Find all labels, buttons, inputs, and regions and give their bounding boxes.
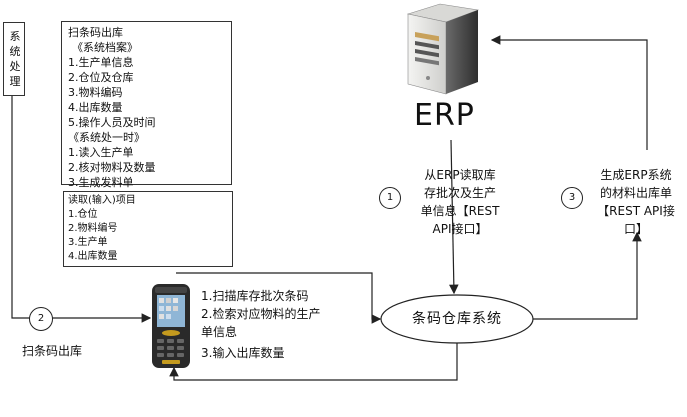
scanner-steps: 1.扫描库存批次条码 2.检索对应物料的生产 单信息 3.输入出库数量 <box>201 287 371 362</box>
archive-line: 1.生产单信息 <box>68 56 134 69</box>
step-1-description: 从ERP读取库 存批次及生产 单信息【REST API接口】 <box>408 166 512 238</box>
step-2-label: 扫条码出库 <box>22 344 83 358</box>
step-1-line: API接口】 <box>432 222 488 236</box>
archive-line: 2.仓位及仓库 <box>68 71 134 84</box>
step-3-line: 的材料出库单 <box>599 186 672 200</box>
read-item-line: 1.仓位 <box>68 209 98 220</box>
central-system-ellipse <box>380 294 534 344</box>
scanner-step-line: 3.输入出库数量 <box>201 346 285 360</box>
central-to-erp-connector <box>533 231 642 320</box>
step-1-line: 存批次及生产 <box>423 186 496 200</box>
erp-label: ERP <box>414 98 475 133</box>
step-1-line: 单信息【REST <box>420 204 500 218</box>
step-3-line: 【REST API接 <box>597 204 675 218</box>
step-1-circle <box>379 187 401 209</box>
read-item-line: 3.生产单 <box>68 237 108 248</box>
system-processing-label: 系 统 处 理 <box>9 29 21 89</box>
archive-line: 3.生成发料单 <box>68 176 134 189</box>
read-item-line: 4.出库数量 <box>68 251 118 262</box>
archive-line: 2.核对物料及数量 <box>68 161 156 174</box>
scanner-step-line: 单信息 <box>201 325 238 339</box>
central-system-label: 条码仓库系统 <box>412 311 502 327</box>
scanner-step-line: 1.扫描库存批次条码 <box>201 289 309 303</box>
step-3-circle <box>561 187 583 209</box>
read-item-line: 读取(输入)项目 <box>68 195 136 206</box>
step-3-line: 口】 <box>623 222 648 236</box>
archive-line: 3.物料编码 <box>68 86 123 99</box>
archive-line: 《系统处一时》 <box>68 131 145 144</box>
read-items-box: 读取(输入)项目 1.仓位 2.物料编号 3.生产单 4.出库数量 <box>63 191 233 267</box>
erp-return-connector <box>490 35 648 150</box>
scanner-to-central-connector <box>176 272 382 324</box>
erp-to-central-connector <box>449 139 459 295</box>
step-1-number: 1 <box>386 192 394 203</box>
archive-line: 1.读入生产单 <box>68 146 134 159</box>
archive-line: 《系统档案》 <box>72 41 138 54</box>
read-item-line: 2.物料编号 <box>68 223 118 234</box>
central-to-scanner-connector <box>169 342 458 381</box>
system-char: 统 <box>9 45 21 58</box>
step-3-description: 生成ERP系统 的材料出库单 【REST API接 口】 <box>588 166 684 238</box>
scanner-step-line: 2.检索对应物料的生产 <box>201 307 321 321</box>
system-archive-box: 扫条码出库 《系统档案》 1.生产单信息 2.仓位及仓库 3.物料编码 4.出库… <box>61 21 232 189</box>
erp-server-icon <box>406 3 480 95</box>
step-1-line: 从ERP读取库 <box>424 168 496 182</box>
handheld-scanner-icon <box>152 284 190 368</box>
step-3-number: 3 <box>568 192 576 203</box>
system-char: 系 <box>9 30 21 43</box>
archive-line: 4.出库数量 <box>68 101 123 114</box>
archive-line: 扫条码出库 <box>68 26 123 39</box>
system-char: 理 <box>9 75 21 88</box>
system-to-scanner-connector <box>11 95 152 323</box>
step-2-circle <box>29 307 53 331</box>
archive-line: 5.操作人员及时间 <box>68 116 156 129</box>
step-2-number: 2 <box>37 313 45 324</box>
step-3-line: 生成ERP系统 <box>600 168 672 182</box>
system-processing-box: 系 统 处 理 <box>3 22 25 96</box>
system-char: 处 <box>9 60 21 73</box>
